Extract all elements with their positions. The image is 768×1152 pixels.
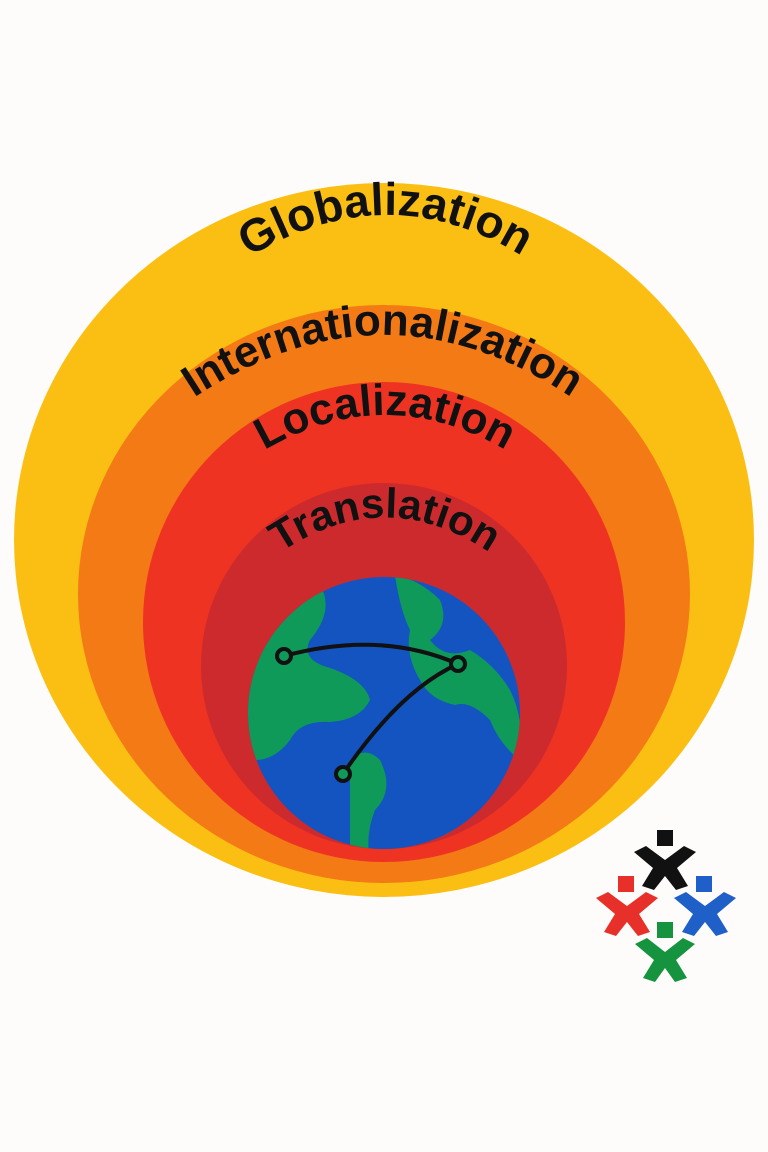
person-figure-black-icon: [634, 830, 696, 890]
route-node-west: [275, 647, 293, 665]
route-node-south: [334, 765, 352, 783]
globe-ocean: [248, 577, 520, 849]
person-figure-green-icon: [635, 922, 695, 982]
person-figure-red-icon: [596, 876, 658, 936]
route-arc-down: [341, 662, 460, 776]
route-lines: [282, 642, 460, 776]
people-logo-icon: [596, 830, 736, 982]
route-nodes: [275, 647, 467, 783]
route-node-east: [449, 655, 467, 673]
person-figure-blue-icon: [674, 876, 736, 936]
route-arc-top: [282, 642, 460, 666]
